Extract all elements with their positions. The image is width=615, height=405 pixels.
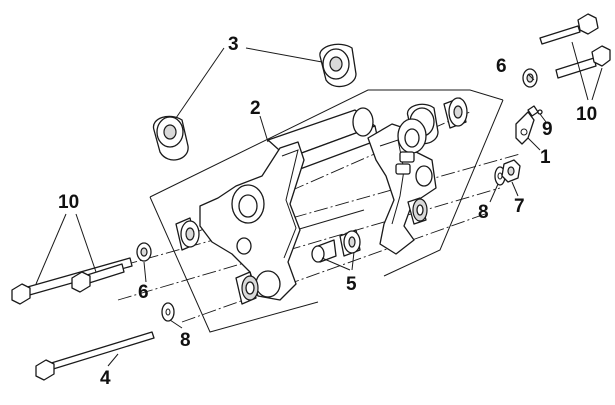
callout-10-left: 10 <box>58 192 79 213</box>
assembly-outline <box>149 89 504 333</box>
rubber-mount-left <box>152 115 189 161</box>
rubber-mount-right <box>319 43 357 88</box>
leader-lines <box>35 41 603 367</box>
callout-4: 4 <box>100 368 111 389</box>
sleeve-pair <box>311 229 361 263</box>
bushing-upper-right <box>443 97 468 129</box>
callout-1: 1 <box>540 147 551 168</box>
hex-nut <box>501 159 521 183</box>
callout-2: 2 <box>250 98 261 119</box>
callout-6-right: 6 <box>496 56 507 77</box>
washer-top-right <box>522 68 538 88</box>
flat-washer-lower <box>161 302 175 322</box>
callout-8-lower: 8 <box>180 330 191 351</box>
washer-left <box>136 242 152 262</box>
callout-6-left: 6 <box>138 282 149 303</box>
callout-7: 7 <box>514 196 525 217</box>
axle-bolt <box>35 331 155 381</box>
callout-8-right: 8 <box>478 202 489 223</box>
bushing-left <box>175 217 200 251</box>
needle-bearing-left <box>235 271 259 305</box>
callout-5: 5 <box>346 274 357 295</box>
bolt-short-left <box>71 263 125 293</box>
needle-bearing-right <box>407 197 428 225</box>
bolt-upper-right-a <box>539 13 599 45</box>
bolt-upper-right-b <box>555 45 611 79</box>
callout-9: 9 <box>542 119 553 140</box>
main-bracket <box>199 107 437 301</box>
callouts: 1 2 3 4 5 6 6 7 8 8 9 10 10 <box>58 34 597 389</box>
callout-10-right: 10 <box>576 104 597 125</box>
callout-3: 3 <box>228 34 239 55</box>
